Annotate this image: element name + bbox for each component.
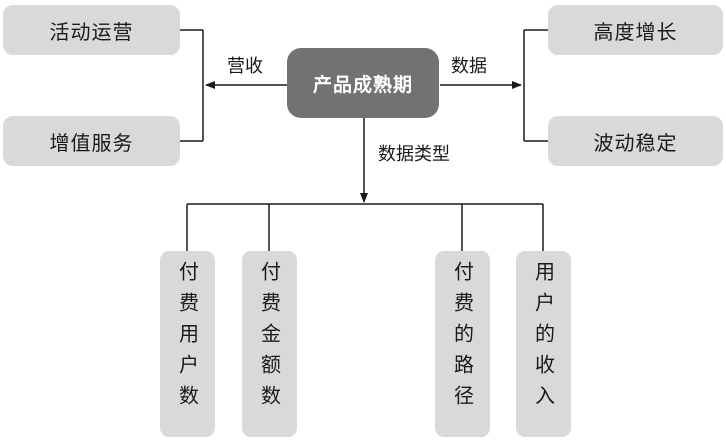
center-label: 产品成熟期 xyxy=(312,73,413,96)
node-stable-fluctuation: 波动稳定 xyxy=(548,116,723,166)
node-label: 高度增长 xyxy=(593,19,678,44)
node-high-growth: 高度增长 xyxy=(548,5,723,55)
node-label: 活动运营 xyxy=(49,19,134,44)
node-label: 增值服务 xyxy=(49,130,134,155)
node-user-income: 用户的收入 xyxy=(516,251,571,437)
edge-label-data: 数据 xyxy=(451,56,487,77)
edge-label-revenue: 营收 xyxy=(227,56,263,77)
center-node: 产品成熟期 xyxy=(287,48,439,118)
node-payment-amount: 付费金额数 xyxy=(242,251,297,437)
edge-label-data-type: 数据类型 xyxy=(378,144,450,165)
node-label: 付费金额数 xyxy=(257,261,282,416)
node-label: 用户的收入 xyxy=(531,261,556,416)
node-value-added-services: 增值服务 xyxy=(3,116,180,166)
node-label: 付费用户数 xyxy=(175,261,200,416)
node-label: 付费的路径 xyxy=(450,261,475,416)
node-label: 波动稳定 xyxy=(593,130,678,155)
node-activity-operations: 活动运营 xyxy=(3,5,180,55)
node-paying-users: 付费用户数 xyxy=(160,251,215,437)
node-payment-path: 付费的路径 xyxy=(435,251,490,437)
